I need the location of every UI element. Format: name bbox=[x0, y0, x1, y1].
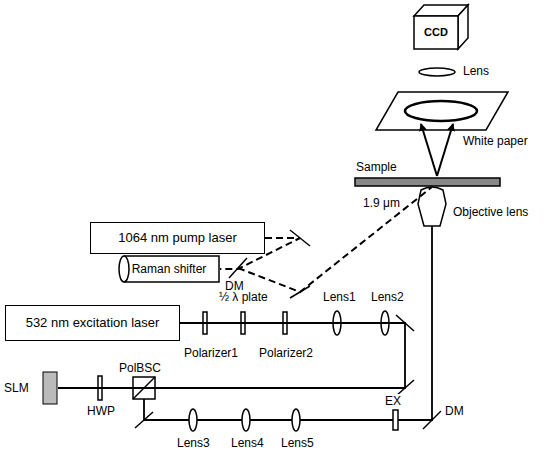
lens bbox=[189, 409, 197, 431]
part-label: EX bbox=[384, 394, 402, 408]
dichroic-mirror bbox=[423, 411, 441, 429]
scatter-arrow bbox=[421, 124, 437, 176]
white-paper bbox=[376, 92, 508, 130]
part-label: Polarizer2 bbox=[258, 346, 314, 360]
part-label: Objective lens bbox=[452, 205, 529, 219]
ccd-lens bbox=[419, 68, 455, 76]
slm-device: SLM bbox=[2, 370, 58, 406]
slm-panel bbox=[42, 370, 58, 406]
node-label: Raman shifter bbox=[132, 262, 207, 276]
node-label: SLM bbox=[4, 381, 29, 395]
ccd-camera: CCD bbox=[410, 2, 472, 52]
laser-box: 1064 nm pump laser bbox=[90, 222, 265, 254]
sample-slide bbox=[355, 178, 500, 186]
raman-shifter: Raman shifter bbox=[118, 255, 220, 283]
excitation-filter bbox=[393, 410, 398, 430]
laser-box: 532 nm excitation laser bbox=[5, 305, 180, 341]
part-label: Lens bbox=[462, 64, 490, 78]
part-label: DM bbox=[444, 404, 465, 418]
ring-pattern bbox=[405, 101, 477, 121]
part-label: HWP bbox=[86, 404, 116, 418]
part-label: PolBSC bbox=[118, 361, 162, 375]
objective-lens bbox=[418, 187, 446, 226]
raman-beam bbox=[238, 187, 432, 292]
part-label: Lens4 bbox=[230, 436, 265, 450]
part-label: Lens2 bbox=[370, 290, 405, 304]
part-label: Lens3 bbox=[176, 436, 211, 450]
lens bbox=[292, 409, 300, 431]
part-label: Lens5 bbox=[280, 436, 315, 450]
node-label: 532 nm excitation laser bbox=[26, 316, 160, 330]
part-label: 1.9 μm bbox=[362, 196, 401, 210]
part-label: Polarizer1 bbox=[183, 346, 239, 360]
mirror bbox=[135, 412, 153, 428]
part-label: ½ λ plate bbox=[218, 290, 269, 304]
part-label: White paper bbox=[462, 134, 529, 148]
node-label: CCD bbox=[424, 25, 448, 39]
node-label: 1064 nm pump laser bbox=[118, 231, 237, 245]
lens bbox=[242, 409, 250, 431]
part-label: Sample bbox=[355, 160, 398, 174]
part-label: Lens1 bbox=[322, 290, 357, 304]
scatter-arrow bbox=[437, 124, 453, 176]
mirror bbox=[290, 286, 310, 298]
